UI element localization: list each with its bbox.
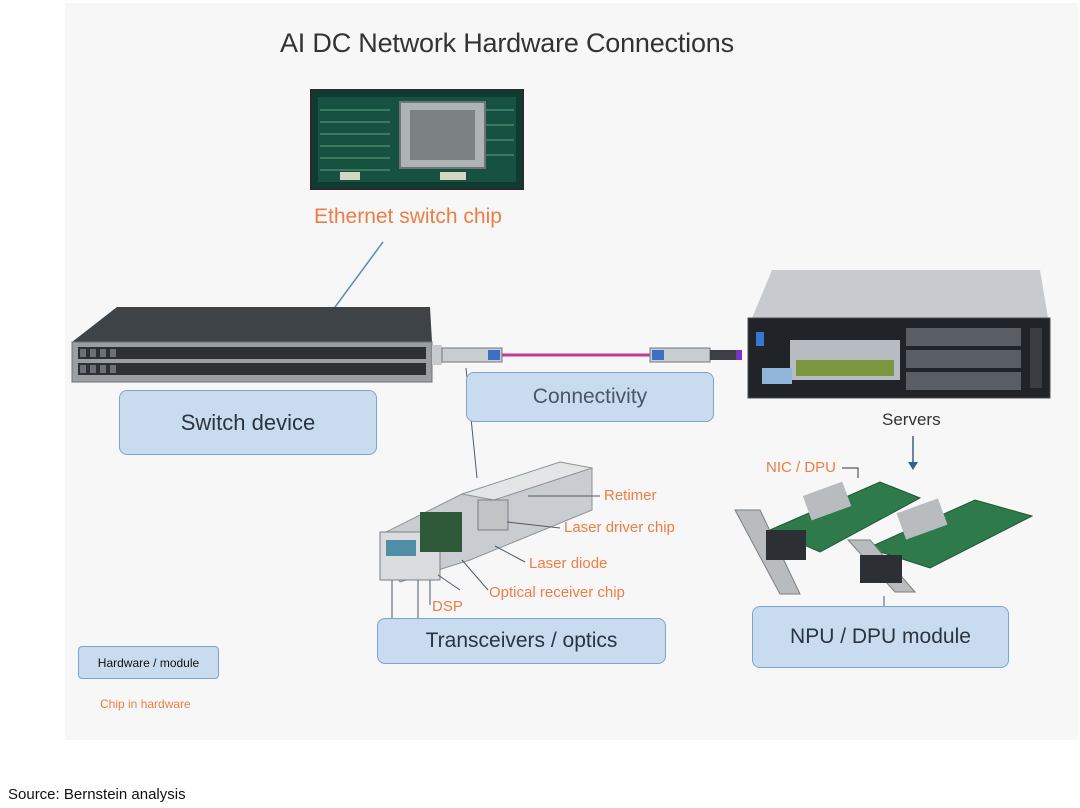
switch-chip-image xyxy=(310,89,524,190)
connectivity-box: Connectivity xyxy=(466,372,714,422)
retimer-label: Retimer xyxy=(604,487,657,504)
switch-device-box: Switch device xyxy=(119,390,377,455)
laser-diode-label: Laser diode xyxy=(529,555,608,572)
nic-cards-image xyxy=(734,481,1034,595)
dsp-label: DSP xyxy=(432,598,463,615)
switch-device-image xyxy=(71,307,442,383)
transceivers-box: Transceivers / optics xyxy=(377,618,666,664)
source-note: Source: Bernstein analysis xyxy=(8,786,186,803)
ethernet-switch-chip-label: Ethernet switch chip xyxy=(314,205,502,228)
npu-dpu-module-box: NPU / DPU module xyxy=(752,606,1009,668)
transceivers-box-label: Transceivers / optics xyxy=(425,629,618,652)
nic-leader-line xyxy=(842,467,859,478)
optical-receiver-chip-label: Optical receiver chip xyxy=(489,584,625,601)
laser-driver-chip-label: Laser driver chip xyxy=(564,519,675,536)
connectivity-cable xyxy=(441,347,742,363)
nic-dpu-label: NIC / DPU xyxy=(766,459,837,476)
servers-arrowhead xyxy=(908,462,918,470)
legend-hardware-module: Hardware / module xyxy=(78,646,219,679)
npu-dpu-module-box-label: NPU / DPU module xyxy=(790,625,971,648)
switch-device-box-label: Switch device xyxy=(180,409,316,435)
diagram-title: AI DC Network Hardware Connections xyxy=(280,28,734,58)
server-image xyxy=(747,270,1051,399)
legend-hardware-module-label: Hardware / module xyxy=(97,655,200,670)
connectivity-box-label: Connectivity xyxy=(532,385,648,408)
legend-chip-in-hardware: Chip in hardware xyxy=(100,697,191,711)
servers-label: Servers xyxy=(882,410,941,429)
